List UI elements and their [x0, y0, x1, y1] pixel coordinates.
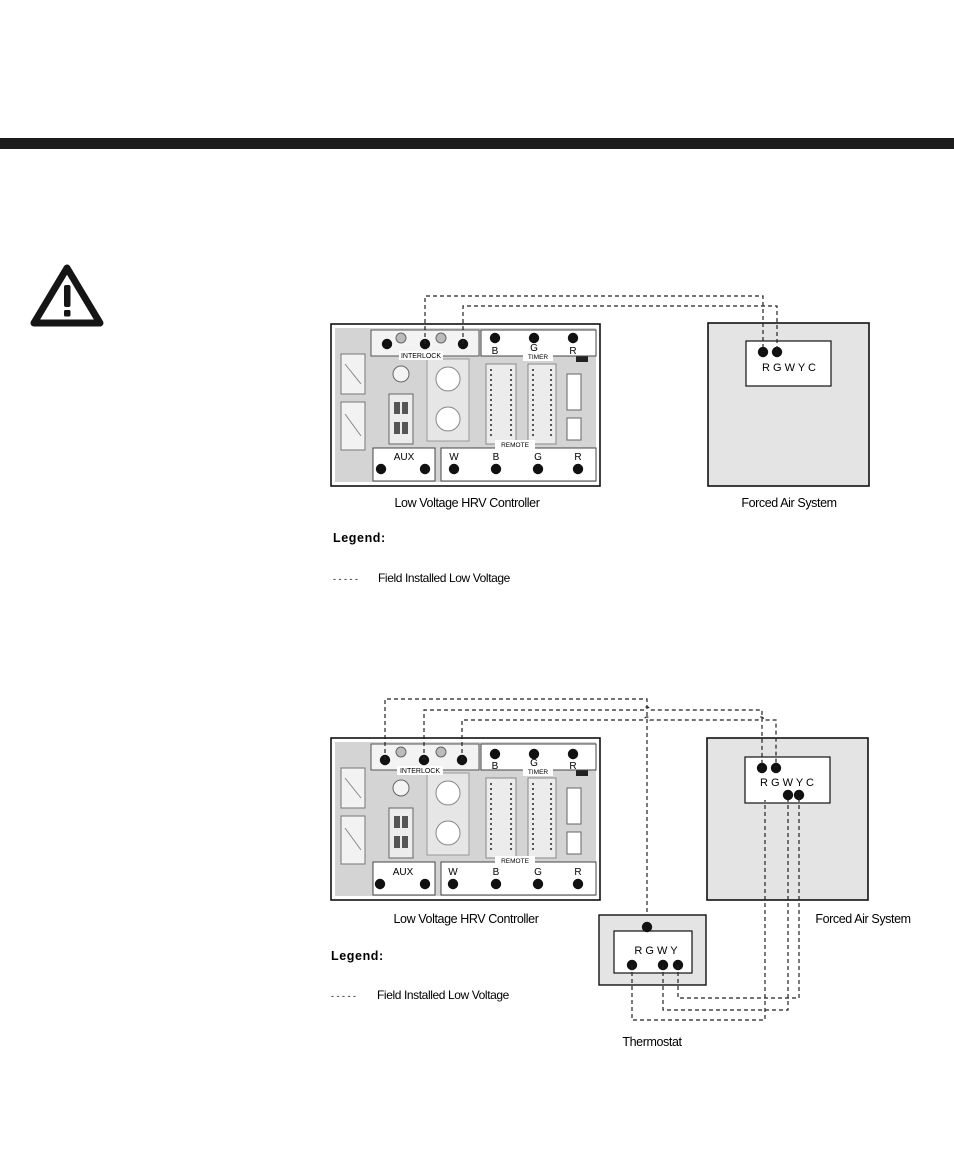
forced-air-w-terminal	[782, 789, 794, 801]
remote-terminal-b: B	[493, 452, 500, 463]
legend-entry: Field Installed Low Voltage	[377, 988, 510, 1002]
wire-thermostat-r-to-forced-air	[631, 800, 766, 1021]
interlock-label: INTERLOCK	[400, 768, 440, 775]
remote-terminal-w: W	[449, 452, 459, 463]
timer-label: TIMER	[528, 354, 549, 361]
forced-air-terminals: R G W Y C	[760, 777, 814, 789]
forced-air-y-terminal	[793, 789, 805, 801]
remote-terminal-r: R	[574, 867, 581, 878]
timer-label: TIMER	[528, 769, 549, 776]
legend-line-sample: - - - - -	[331, 991, 356, 1001]
wire-thermostat-w-to-forced-air-w	[662, 795, 789, 1011]
interlock-label: INTERLOCK	[401, 353, 441, 360]
thermostat: R G W Y	[598, 914, 707, 986]
header-bar	[0, 138, 954, 149]
wire-interlock-to-r	[424, 295, 764, 352]
remote-label: REMOTE	[501, 442, 529, 449]
wire-interlock-to-thermostat-g	[384, 698, 648, 913]
remote-terminal-r: R	[574, 452, 581, 463]
aux-label: AUX	[394, 452, 415, 463]
timer-terminal-g: G	[530, 343, 538, 354]
forced-air-terminals: R G W Y C	[762, 362, 816, 374]
remote-terminal-b: B	[493, 867, 500, 878]
wire-interlock-to-g	[462, 305, 778, 352]
remote-label: REMOTE	[501, 858, 529, 865]
remote-terminal-w: W	[448, 867, 458, 878]
aux-label: AUX	[393, 867, 414, 878]
wire-thermostat-y-to-forced-air-y	[677, 795, 800, 999]
forced-air-system: R G W Y C	[707, 322, 870, 487]
remote-terminal-g: G	[534, 867, 542, 878]
forced-air-caption: Forced Air System	[815, 912, 910, 926]
controller-caption: Low Voltage HRV Controller	[393, 912, 538, 926]
timer-terminal-b: B	[492, 346, 499, 357]
thermostat-g-terminal	[641, 921, 653, 933]
legend-title: Legend:	[333, 531, 386, 545]
diagram-2: INTERLOCK B G R TIMER REMOTE W B G R AUX…	[330, 698, 911, 1049]
thermostat-terminals: R G W Y	[634, 945, 678, 957]
forced-air-caption: Forced Air System	[741, 496, 836, 510]
timer-terminal-g: G	[530, 758, 538, 769]
controller-caption: Low Voltage HRV Controller	[394, 496, 539, 510]
thermostat-caption: Thermostat	[622, 1035, 682, 1049]
remote-terminal-g: G	[534, 452, 542, 463]
wire-interlock-to-forced-air-r	[423, 706, 763, 768]
interlock-terminal	[381, 338, 393, 350]
field-wiring	[384, 698, 800, 1021]
timer-terminal-b: B	[492, 761, 499, 772]
hrv-controller-board: INTERLOCK B G R TIMER REMOTE W B G R AUX	[330, 323, 601, 487]
legend-entry: Field Installed Low Voltage	[378, 571, 511, 585]
timer-terminal-r: R	[569, 761, 576, 772]
diagram-1: INTERLOCK B G R TIMER REMOTE W B G R AUX	[330, 295, 870, 585]
hrv-controller-board: INTERLOCK B G R TIMER REMOTE W B G R AUX	[330, 737, 601, 901]
field-wiring	[424, 295, 778, 352]
timer-terminal-r: R	[569, 346, 576, 357]
warning-triangle-icon	[30, 264, 104, 327]
forced-air-g-terminal	[771, 346, 783, 358]
legend-line-sample: - - - - -	[333, 574, 358, 584]
legend-title: Legend:	[331, 949, 384, 963]
